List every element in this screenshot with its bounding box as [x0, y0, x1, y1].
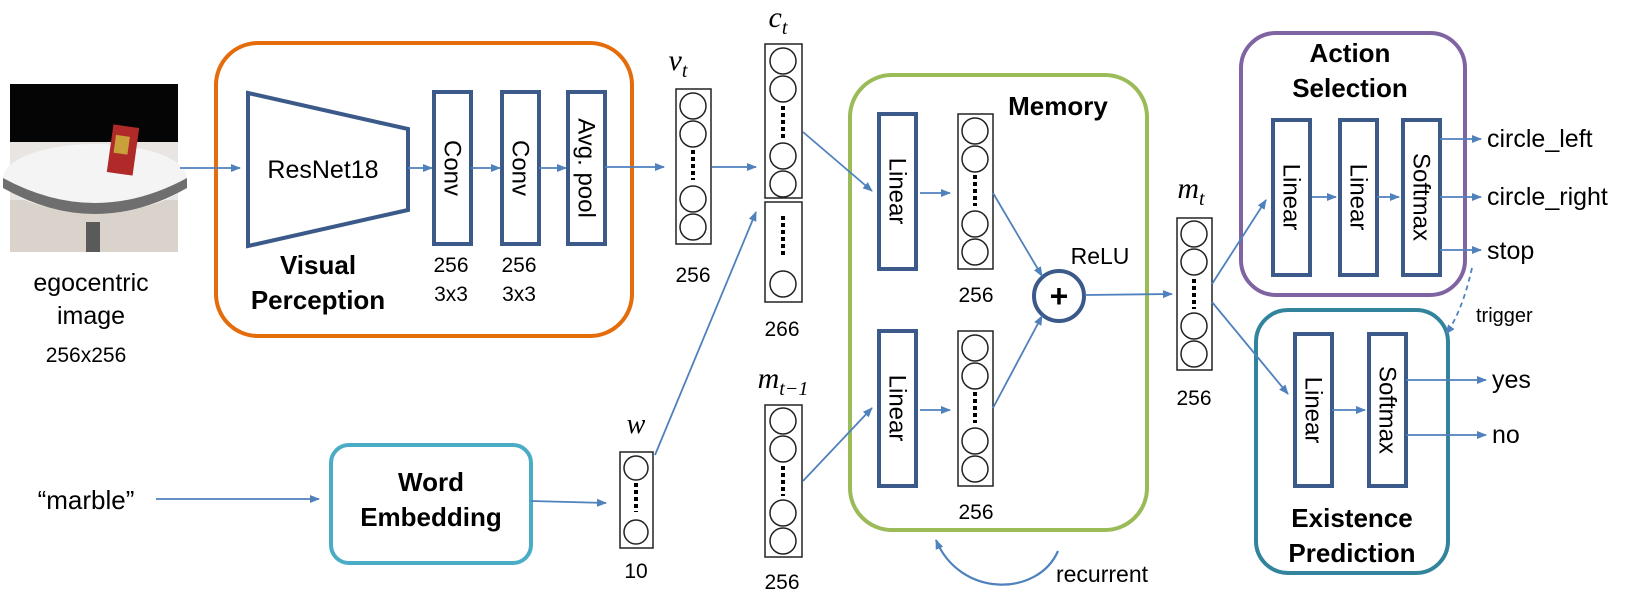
- c-dim: 266: [764, 318, 799, 341]
- conv2-label: Conv: [507, 140, 534, 196]
- v-dim: 256: [675, 264, 710, 287]
- memory-linear-bottom-label: Linear: [884, 375, 911, 442]
- arrow-sum-to-m: [1084, 290, 1173, 299]
- arrow-embedding-to-w: [530, 498, 607, 507]
- conv2-channels: 256: [501, 254, 536, 277]
- memory-title: Memory: [1008, 91, 1108, 121]
- resnet-label: ResNet18: [267, 156, 378, 184]
- output-circle-right: circle_right: [1487, 183, 1608, 211]
- memory-dim-bottom: 256: [958, 501, 993, 524]
- m-dim: 256: [1176, 387, 1211, 410]
- arrow-m-to-existence: [1211, 301, 1289, 395]
- recurrent-label: recurrent: [1056, 561, 1149, 587]
- conv2-kernel: 3x3: [502, 283, 536, 306]
- arrow-vec-bottom-to-sum: [992, 315, 1043, 409]
- resnet-trapezoid: [246, 90, 410, 249]
- m-symbol: mt: [1177, 172, 1205, 210]
- existence-title-line1: Existence: [1291, 503, 1412, 533]
- memory-vector-bottom: [957, 330, 994, 487]
- visual-title-line2: Perception: [251, 285, 385, 315]
- action-linear2-label: Linear: [1345, 164, 1372, 231]
- existence-softmax: [1367, 332, 1408, 488]
- arrow-mprev-to-linear: [802, 407, 873, 482]
- output-yes: yes: [1492, 366, 1531, 394]
- memory-dim-top: 256: [958, 284, 993, 307]
- image-label-line2: image: [57, 302, 125, 330]
- arrow-vec-top-to-sum: [992, 192, 1043, 277]
- memory-vector-top: [957, 113, 994, 270]
- m-prev-symbol: mt−1: [758, 362, 809, 400]
- image-label-line1: egocentric: [33, 269, 148, 297]
- vector-m: [1176, 217, 1213, 371]
- conv1-kernel: 3x3: [434, 283, 468, 306]
- existence-title-line2: Prediction: [1288, 538, 1415, 568]
- output-circle-left: circle_left: [1487, 125, 1593, 153]
- relu-label: ReLU: [1071, 243, 1130, 269]
- memory-box: [848, 73, 1149, 532]
- existence-prediction-box: [1254, 308, 1450, 575]
- vector-w: [619, 451, 654, 549]
- action-softmax-label: Softmax: [1408, 153, 1435, 241]
- vector-v: [675, 88, 712, 245]
- trigger-label: trigger: [1476, 305, 1533, 327]
- output-stop: stop: [1487, 237, 1534, 265]
- v-symbol: vt: [669, 44, 688, 82]
- c-symbol: ct: [769, 1, 788, 39]
- memory-linear-top-label: Linear: [884, 158, 911, 225]
- action-selection-box: [1239, 31, 1467, 297]
- existence-softmax-label: Softmax: [1374, 366, 1401, 454]
- connection-arrows: [156, 131, 1487, 586]
- image-size-label: 256x256: [46, 344, 127, 367]
- conv1-channels: 256: [433, 254, 468, 277]
- arrow-c-to-linear: [802, 131, 873, 192]
- action-linear1-label: Linear: [1278, 164, 1305, 231]
- w-dim: 10: [624, 560, 647, 583]
- avg-pool-label: Avg. pool: [573, 118, 600, 218]
- arrow-w-to-c: [654, 211, 757, 456]
- word-embedding-box: [329, 443, 533, 565]
- egocentric-image: [3, 84, 187, 252]
- w-symbol: w: [627, 409, 646, 440]
- action-title-line1: Action: [1310, 38, 1391, 68]
- arrow-recurrent: [934, 539, 1060, 586]
- memory-linear-bottom: [877, 329, 918, 488]
- visual-perception-box: [214, 41, 634, 338]
- conv1-label: Conv: [439, 140, 466, 196]
- sum-node: [1032, 269, 1086, 323]
- vector-c: [764, 43, 803, 303]
- action-title-line2: Selection: [1292, 73, 1408, 103]
- existence-linear-label: Linear: [1300, 377, 1327, 444]
- word-input: “marble”: [38, 485, 135, 515]
- avg-pool-block: [566, 90, 607, 246]
- output-no: no: [1492, 421, 1520, 449]
- memory-linear-top: [877, 112, 918, 271]
- embedding-title-line1: Word: [398, 467, 464, 497]
- plus-icon: +: [1050, 278, 1069, 314]
- embedding-title-line2: Embedding: [360, 502, 502, 532]
- visual-title-line1: Visual: [280, 250, 356, 280]
- vector-m-prev: [764, 404, 803, 558]
- m-prev-dim: 256: [764, 571, 799, 594]
- action-linear1: [1271, 118, 1312, 277]
- arrow-trigger: [1445, 267, 1473, 335]
- arrow-m-to-action: [1211, 199, 1267, 285]
